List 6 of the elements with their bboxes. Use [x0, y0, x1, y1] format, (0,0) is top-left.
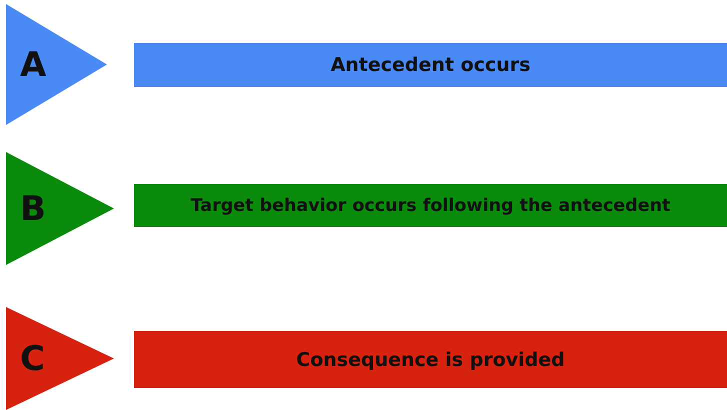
- step-banner: Consequence is provided: [134, 331, 727, 388]
- step-letter: C: [20, 338, 45, 380]
- step-banner: Target behavior occurs following the antecedent: [134, 184, 727, 227]
- step-banner: Antecedent occurs: [134, 43, 727, 87]
- step-letter: B: [20, 188, 46, 230]
- step-letter: A: [20, 44, 46, 86]
